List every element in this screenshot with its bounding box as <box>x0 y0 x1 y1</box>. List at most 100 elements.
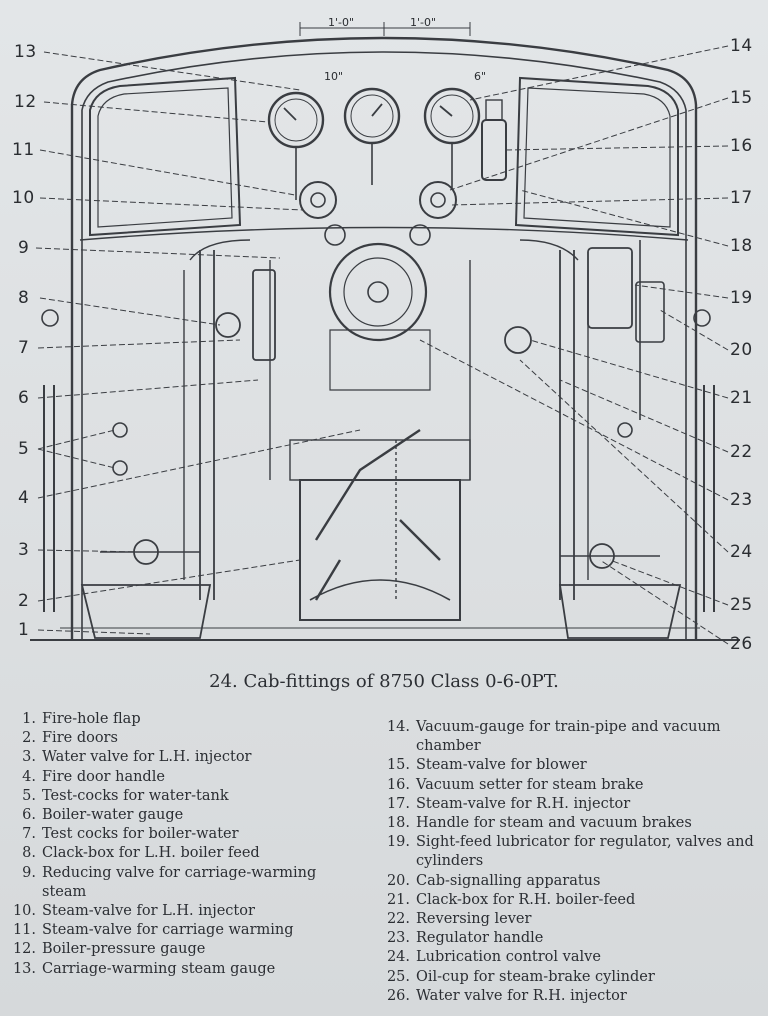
callout-number: 24 <box>730 542 753 562</box>
legend-item: 24. Lubrication control valve <box>376 948 756 967</box>
legend-item: 5.Test-cocks for water-tank <box>2 787 362 806</box>
legend-text: Boiler-water gauge <box>42 807 184 824</box>
callout-number: 17 <box>730 188 753 208</box>
legend-number: 11. <box>12 922 36 939</box>
legend-text: Steam-valve for blower <box>416 757 587 774</box>
legend-item: 2.Fire doors <box>2 729 362 748</box>
legend-text: Regulator handle <box>416 930 544 947</box>
legend-number: 10. <box>12 903 36 920</box>
legend-number: 23. <box>386 930 410 947</box>
legend-text: Steam-valve for carriage warming <box>42 922 294 939</box>
legend-text: Handle for steam and vacuum brakes <box>416 815 692 832</box>
legend-number: 9. <box>22 864 36 881</box>
callout-number: 18 <box>730 236 753 256</box>
legend-item: 15. Steam-valve for blower <box>376 756 756 775</box>
legend-text: Fire door handle <box>42 768 165 785</box>
legend-item: 23. Regulator handle <box>376 929 756 948</box>
legend-item: 7.Test cocks for boiler-water <box>2 825 362 844</box>
callout-number: 9 <box>18 238 30 258</box>
legend-text: Boiler-pressure gauge <box>42 941 206 958</box>
dimension-label: 1'-0" <box>410 16 436 29</box>
legend-item: 13. Carriage-warming steam gauge <box>2 960 362 979</box>
callout-number: 15 <box>730 88 753 108</box>
callout-number: 23 <box>730 490 753 510</box>
legend-number: 19. <box>386 834 410 851</box>
legend-item: 22. Reversing lever <box>376 910 756 929</box>
legend-text: Steam-valve for L.H. injector <box>42 903 255 920</box>
legend-text: Test cocks for boiler-water <box>42 826 239 843</box>
callout-number: 5 <box>18 439 30 459</box>
legend-item: 17. Steam-valve for R.H. injector <box>376 795 756 814</box>
legend-number: 26. <box>386 987 410 1004</box>
legend-number: 22. <box>386 911 410 928</box>
dimension-label: 1'-0" <box>328 16 354 29</box>
legend-number: 24. <box>386 949 410 966</box>
legend-item: 11. Steam-valve for carriage warming <box>2 921 362 940</box>
callout-number: 14 <box>730 36 753 56</box>
callout-number: 26 <box>730 634 753 654</box>
legend-number: 21. <box>386 891 410 908</box>
legend-item: 9. Reducing valve for carriage-warming st… <box>2 864 362 902</box>
legend-text: Vacuum-gauge for train-pipe and vacuum c… <box>416 719 721 755</box>
callout-number: 11 <box>12 140 35 160</box>
legend-number: 5. <box>22 787 36 804</box>
legend-text: Oil-cup for steam-brake cylinder <box>416 968 655 985</box>
legend-number: 18. <box>386 815 410 832</box>
callout-number: 2 <box>18 591 30 611</box>
legend-item: 10. Steam-valve for L.H. injector <box>2 902 362 921</box>
callout-number: 20 <box>730 340 753 360</box>
legend-number: 8. <box>22 845 36 862</box>
legend-number: 20. <box>386 872 410 889</box>
legend-text: Steam-valve for R.H. injector <box>416 795 631 812</box>
legend-item: 18. Handle for steam and vacuum brakes <box>376 814 756 833</box>
legend-number: 13. <box>12 960 36 977</box>
legend-number: 15. <box>386 757 410 774</box>
dimension-label: 6" <box>474 70 486 83</box>
legend-text: Cab-signalling apparatus <box>416 872 601 889</box>
legend-item: 25. Oil-cup for steam-brake cylinder <box>376 968 756 987</box>
legend-item: 20. Cab-signalling apparatus <box>376 872 756 891</box>
legend-text: Reducing valve for carriage-warming stea… <box>42 864 317 900</box>
legend-number: 1. <box>22 711 36 727</box>
legend-text: Reversing lever <box>416 911 532 928</box>
legend-text: Lubrication control valve <box>416 949 601 966</box>
callout-number: 10 <box>12 188 35 208</box>
legend-number: 6. <box>22 807 36 824</box>
legend-item: 26.Water valve for R.H. injector <box>376 987 756 1006</box>
legend-item: 12. Boiler-pressure gauge <box>2 940 362 959</box>
legend-item: 1. Fire-hole flap <box>2 710 362 729</box>
legend-item: 4. Fire door handle <box>2 768 362 787</box>
legend-left-column: 1. Fire-hole flap 2.Fire doors 3. Water va… <box>2 710 362 979</box>
legend-item: 3. Water valve for L.H. injector <box>2 748 362 767</box>
legend-text: Clack-box for R.H. boiler-feed <box>416 891 636 908</box>
callout-number: 22 <box>730 442 753 462</box>
legend-item: 16.Vacuum setter for steam brake <box>376 776 756 795</box>
legend-number: 25. <box>386 968 410 985</box>
callout-number: 16 <box>730 136 753 156</box>
legend-text: Fire doors <box>42 730 118 747</box>
legend-number: 4. <box>22 768 36 785</box>
figure-caption: 24. Cab-fittings of 8750 Class 0-6-0PT. <box>209 671 559 692</box>
callout-number: 12 <box>14 92 37 112</box>
callout-number: 4 <box>18 488 30 508</box>
legend-text: Clack-box for L.H. boiler feed <box>42 845 260 862</box>
callout-number: 25 <box>730 595 753 615</box>
callout-number: 1 <box>18 620 30 640</box>
callout-number: 6 <box>18 388 30 408</box>
legend-text: Carriage-warming steam gauge <box>42 960 276 977</box>
legend-number: 12. <box>12 941 36 958</box>
legend-text: Fire-hole flap <box>42 711 141 727</box>
callout-number: 8 <box>18 288 30 308</box>
callout-number: 7 <box>18 338 30 358</box>
callout-number: 3 <box>18 540 30 560</box>
legend-item: 14.Vacuum-gauge for train-pipe and vacuu… <box>376 718 756 756</box>
cab-fittings-drawing: 1'-0" 1'-0" 10" 6" <box>30 16 740 645</box>
legend-number: 17. <box>386 795 410 812</box>
legend-right-column: 14.Vacuum-gauge for train-pipe and vacuu… <box>376 718 756 1006</box>
callout-number: 19 <box>730 288 753 308</box>
legend-number: 3. <box>22 749 36 766</box>
callout-number: 21 <box>730 388 753 408</box>
legend-text: Water valve for L.H. injector <box>42 749 252 766</box>
dimension-label: 10" <box>324 70 343 83</box>
